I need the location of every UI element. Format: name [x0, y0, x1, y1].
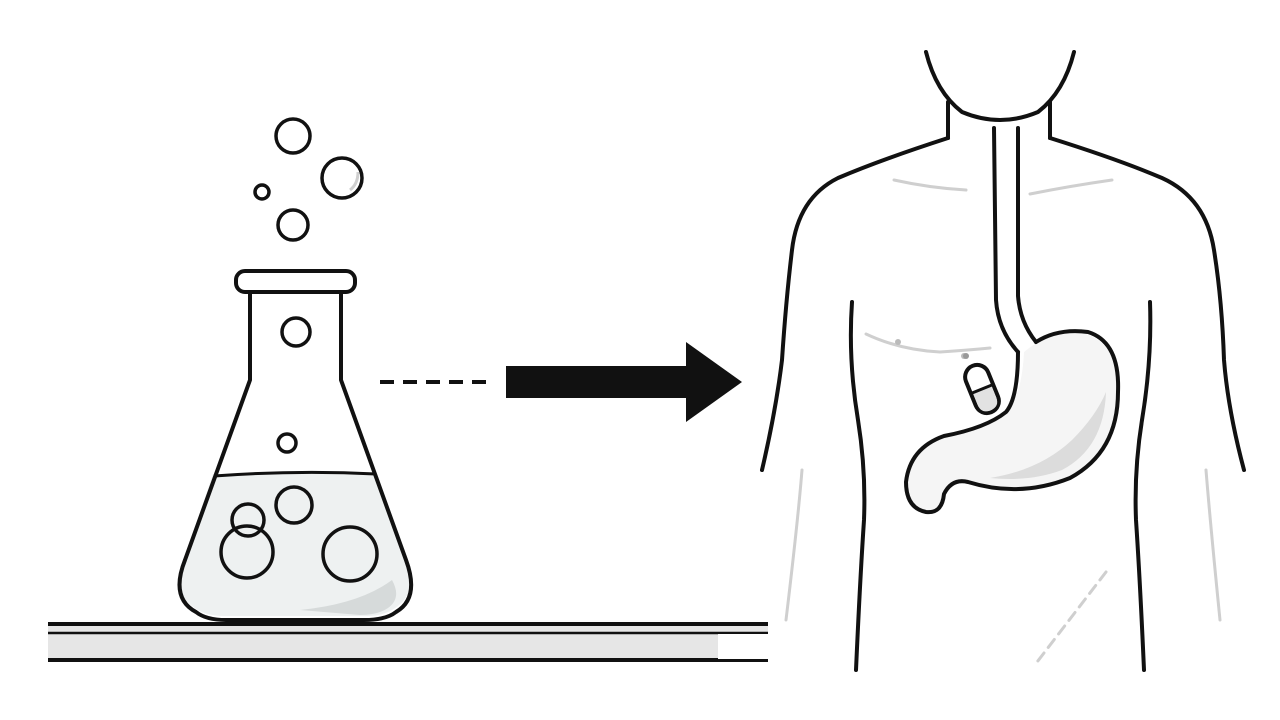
clavicle-left: [892, 178, 968, 192]
pill-seam: [970, 383, 994, 395]
bubble-icon: [276, 432, 298, 454]
bench-shadow: [718, 634, 768, 659]
transfer-arrow: [380, 342, 742, 422]
bench-top: [48, 624, 768, 660]
bubble-icon: [280, 316, 312, 348]
erlenmeyer-flask-icon: [177, 117, 414, 622]
clavicle-right: [1028, 178, 1114, 196]
flask-body: [177, 292, 414, 622]
flask-liquid-shade: [300, 580, 397, 615]
bubble-icon: [230, 502, 266, 538]
capsule-pill-icon: [963, 362, 1001, 416]
chest-line: [864, 332, 992, 354]
bubble-icon: [274, 485, 314, 525]
torso-side-left: [848, 300, 867, 672]
arrow-right-icon: [506, 342, 742, 422]
bubble-icon: [219, 524, 275, 580]
flask-liquid-surface: [213, 470, 377, 478]
torso-shoulder-right: [1048, 136, 1246, 472]
torso-jaw: [924, 50, 1076, 122]
stomach-shade: [990, 392, 1106, 479]
abdomen-line: [1032, 570, 1108, 668]
esophagus: [992, 126, 1038, 354]
torso-shoulder-left: [760, 136, 950, 472]
arm-shadow-left: [784, 468, 804, 622]
bubble-icon: [321, 525, 379, 583]
torso-side-right: [1133, 300, 1153, 672]
bubble-highlight: [349, 171, 360, 192]
bubble-icon: [253, 183, 271, 201]
bubble-icon: [320, 156, 364, 200]
lab-bench: [48, 622, 768, 662]
esophagus-and-stomach-icon: [904, 126, 1121, 515]
pill-dot: [963, 353, 969, 359]
flask-rim: [234, 269, 357, 294]
torso-faint-details: [784, 178, 1222, 668]
arm-shadow-right: [1204, 468, 1222, 622]
human-torso-icon: [760, 50, 1246, 672]
stomach-fill: [906, 333, 1118, 513]
stomach-outline: [904, 329, 1121, 515]
bubble-icon: [274, 117, 312, 155]
nipple-left: [895, 339, 901, 345]
bubble-icon: [276, 208, 310, 242]
